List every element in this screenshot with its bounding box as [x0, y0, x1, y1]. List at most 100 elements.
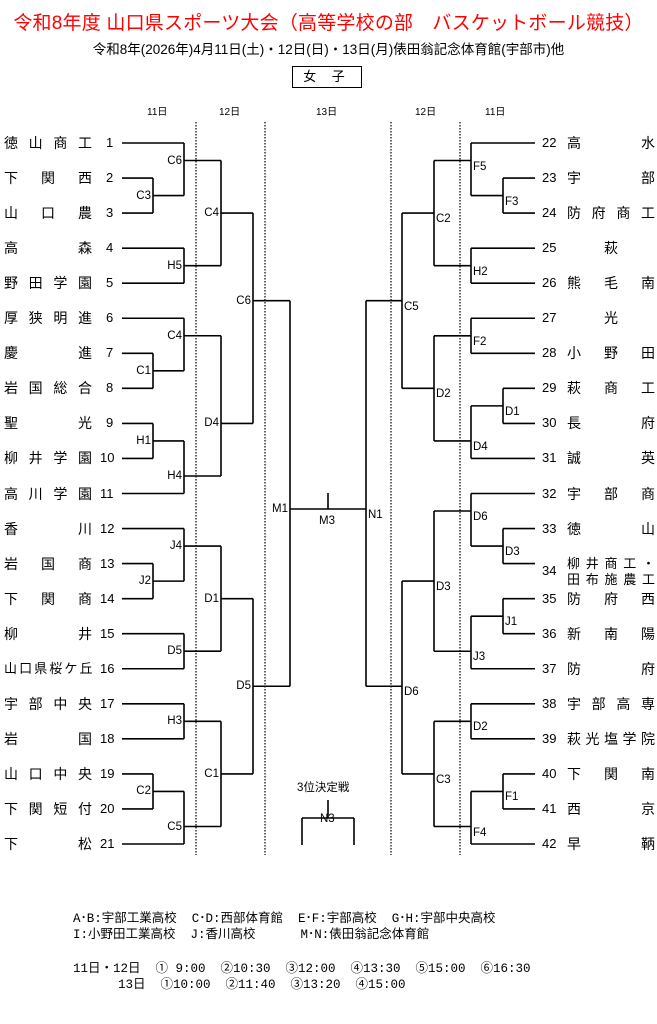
team-row: 柳井商工・田布施農工 [567, 556, 655, 592]
venue-line: I:小野田工業高校 J:香川高校 M･N:俵田翁記念体育館 [73, 928, 430, 942]
team-name: 聖光 [4, 415, 92, 432]
time-schedule: 11日・12日 ① 9:00 ②10:30 ③12:00 ④13:30 ⑤15:… [73, 961, 531, 993]
day-label-right-r1: 11日 [485, 107, 506, 118]
team-seed-number: 39 [542, 730, 557, 746]
team-seed-number: 20 [100, 800, 115, 816]
team-seed-number: 15 [100, 625, 115, 641]
team-row: 岩国商 [4, 555, 92, 573]
match-label: N1 [368, 509, 383, 521]
team-name: 岩国商 [4, 555, 92, 572]
team-row: 山口農 [4, 204, 92, 222]
match-label: D6 [473, 511, 488, 523]
team-seed-number: 17 [100, 695, 115, 711]
match-label: C6 [167, 154, 182, 167]
division-label: 女 子 [292, 66, 362, 88]
team-seed-number: 32 [542, 485, 557, 501]
team-row: 徳山 [567, 520, 655, 538]
team-row: 柳井 [4, 625, 92, 643]
team-name: 萩光塩学院 [567, 730, 655, 747]
team-row: 宇部中央 [4, 695, 92, 713]
match-label: D4 [473, 440, 488, 453]
team-row: 厚狭明進 [4, 309, 92, 327]
team-name: 香川 [4, 520, 92, 537]
team-name: 下関短付 [4, 800, 92, 817]
final-match-label: M3 [319, 515, 335, 527]
match-label: D4 [204, 417, 219, 430]
team-seed-number: 4 [106, 240, 114, 256]
team-seed-number: 36 [542, 625, 557, 641]
team-seed-number: 26 [542, 275, 557, 291]
team-name: 岩国総合 [4, 380, 92, 397]
match-label: J4 [169, 540, 182, 553]
match-label: H1 [136, 434, 151, 447]
team-seed-number: 27 [542, 310, 557, 326]
team-name: 防府西 [567, 590, 655, 607]
team-name: 岩国 [4, 730, 92, 747]
match-label: D3 [505, 546, 520, 559]
team-name: 萩 [604, 240, 618, 257]
match-label: C6 [236, 294, 251, 307]
team-row: 岩国総合 [4, 379, 92, 397]
match-label: F4 [473, 826, 487, 839]
team-row: 下関西 [4, 169, 92, 187]
team-seed-number: 10 [100, 450, 115, 466]
team-name: 下関商 [4, 590, 92, 607]
team-seed-number: 14 [100, 590, 115, 606]
team-name: 下関西 [4, 170, 92, 187]
team-row: 西京 [567, 800, 655, 818]
team-name: 下関南 [567, 765, 655, 782]
team-row: 防府 [567, 660, 655, 678]
match-label: M1 [272, 503, 288, 515]
team-name: 新南陽 [567, 625, 655, 642]
team-seed-number: 11 [100, 485, 114, 501]
team-seed-number: 1 [106, 135, 114, 150]
team-seed-number: 19 [100, 765, 115, 781]
team-row: 野田学園 [4, 274, 92, 292]
team-row: 宇部 [567, 169, 655, 187]
team-row: 新南陽 [567, 625, 655, 643]
match-label: H3 [167, 715, 182, 728]
match-label: F1 [505, 791, 519, 804]
team-row: 防府商工 [567, 204, 655, 222]
team-seed-number: 18 [100, 730, 115, 746]
match-label: H2 [473, 265, 488, 278]
team-name: 野田学園 [4, 275, 92, 292]
day-label-center: 13日 [316, 107, 338, 118]
match-label: J2 [138, 575, 151, 588]
team-name: 萩商工 [567, 380, 655, 397]
match-label: F5 [473, 160, 487, 173]
team-row: 聖光 [4, 414, 92, 432]
team-name: 小野田 [567, 345, 655, 362]
team-row: 慶進 [4, 344, 92, 362]
match-label: D3 [436, 581, 451, 594]
team-row: 香川 [4, 520, 92, 538]
match-label: C5 [167, 820, 182, 833]
match-label: C4 [204, 207, 219, 220]
team-name: 防府 [567, 660, 655, 677]
match-label: D2 [436, 388, 451, 401]
match-label: C1 [136, 364, 151, 377]
match-label: C4 [167, 329, 182, 342]
team-seed-number: 35 [542, 590, 557, 606]
page-title: 令和8年度 山口県スポーツ大会（高等学校の部 バスケットボール競技） [13, 13, 644, 34]
team-row: 萩光塩学院 [567, 730, 655, 748]
match-label: C3 [136, 189, 151, 202]
team-name: 宇部中央 [4, 695, 92, 712]
match-label: D6 [404, 686, 419, 699]
match-label: J3 [473, 651, 486, 664]
match-label: F3 [505, 195, 519, 208]
team-row: 下関商 [4, 590, 92, 608]
team-seed-number: 7 [106, 345, 114, 361]
team-seed-number: 37 [542, 660, 557, 676]
match-label: D5 [236, 680, 251, 693]
third-place-title: 3位決定戦 [297, 782, 350, 794]
team-name: 宇部 [567, 170, 655, 187]
team-seed-number: 3 [106, 205, 114, 221]
team-seed-number: 30 [542, 415, 557, 431]
team-row: 長府 [567, 414, 655, 432]
match-label: C5 [404, 300, 419, 313]
team-name: 柳井学園 [4, 450, 92, 467]
team-seed-number: 25 [542, 240, 557, 256]
team-seed-number: 8 [106, 380, 114, 396]
